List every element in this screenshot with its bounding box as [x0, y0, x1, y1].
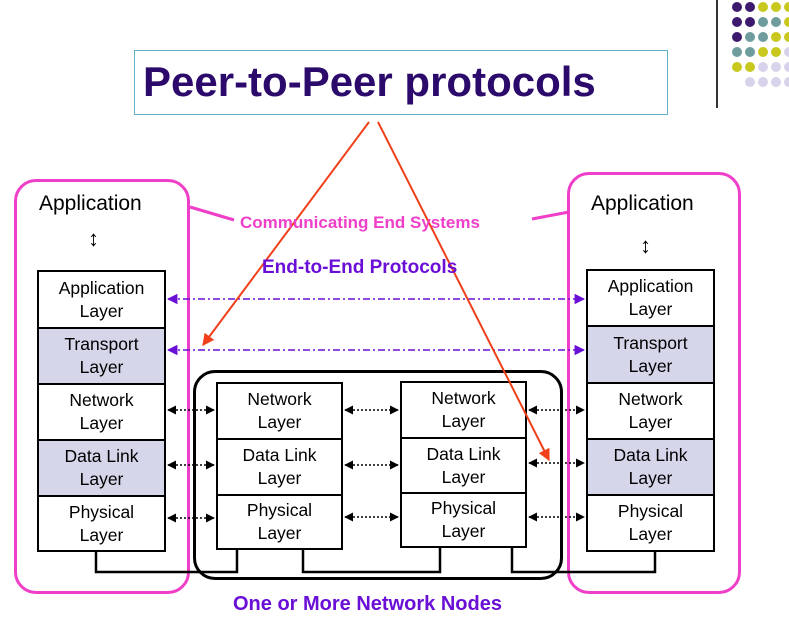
pink-connector-left: [189, 205, 235, 222]
physical-link-1: [94, 550, 239, 574]
left-end-system-outline: [14, 179, 190, 594]
decorative-dot: [745, 2, 755, 12]
red-pointer-arrow-left: [202, 121, 370, 346]
divider-line: [716, 0, 718, 108]
decorative-dot: [732, 32, 742, 42]
physical-link-2: [301, 548, 442, 574]
decorative-dot: [784, 17, 789, 27]
red-pointer-arrow-right: [377, 121, 550, 462]
decorative-dot-grid: [720, 0, 789, 100]
decorative-dot: [732, 17, 742, 27]
decorative-dot: [771, 77, 781, 87]
decorative-dot: [732, 2, 742, 12]
decorative-dot: [758, 62, 768, 72]
decorative-dot: [771, 62, 781, 72]
decorative-dot: [745, 77, 755, 87]
decorative-dot: [771, 2, 781, 12]
title-box: [134, 50, 668, 115]
network-nodes-outline: [193, 370, 563, 580]
decorative-dot: [771, 32, 781, 42]
decorative-dot: [758, 32, 768, 42]
right-end-system-outline: [567, 172, 741, 594]
decorative-dot: [745, 62, 755, 72]
decorative-dot: [771, 17, 781, 27]
decorative-dot: [745, 32, 755, 42]
decorative-dot: [745, 17, 755, 27]
communicating-end-systems-label: Communicating End Systems: [240, 213, 480, 232]
decorative-dot: [784, 47, 789, 57]
physical-link-3: [510, 548, 657, 574]
pink-connector-right: [531, 210, 570, 221]
end-to-end-protocols-label: End-to-End Protocols: [262, 257, 458, 278]
network-nodes-label: One or More Network Nodes: [233, 593, 502, 615]
decorative-dot: [784, 2, 789, 12]
decorative-dot: [732, 47, 742, 57]
decorative-dot: [745, 47, 755, 57]
left-updown-arrow-icon: ↕: [88, 226, 99, 251]
decorative-dot: [784, 32, 789, 42]
decorative-dot: [784, 62, 789, 72]
decorative-dot: [732, 62, 742, 72]
decorative-dot: [758, 77, 768, 87]
decorative-dot: [771, 47, 781, 57]
decorative-dot: [758, 17, 768, 27]
left-application-label: Application: [39, 192, 142, 215]
decorative-dot: [758, 47, 768, 57]
decorative-dot: [758, 2, 768, 12]
page-title: Peer-to-Peer protocols: [143, 58, 596, 105]
right-application-label: Application: [591, 192, 694, 215]
right-updown-arrow-icon: ↕: [640, 233, 651, 258]
decorative-dot: [784, 77, 789, 87]
